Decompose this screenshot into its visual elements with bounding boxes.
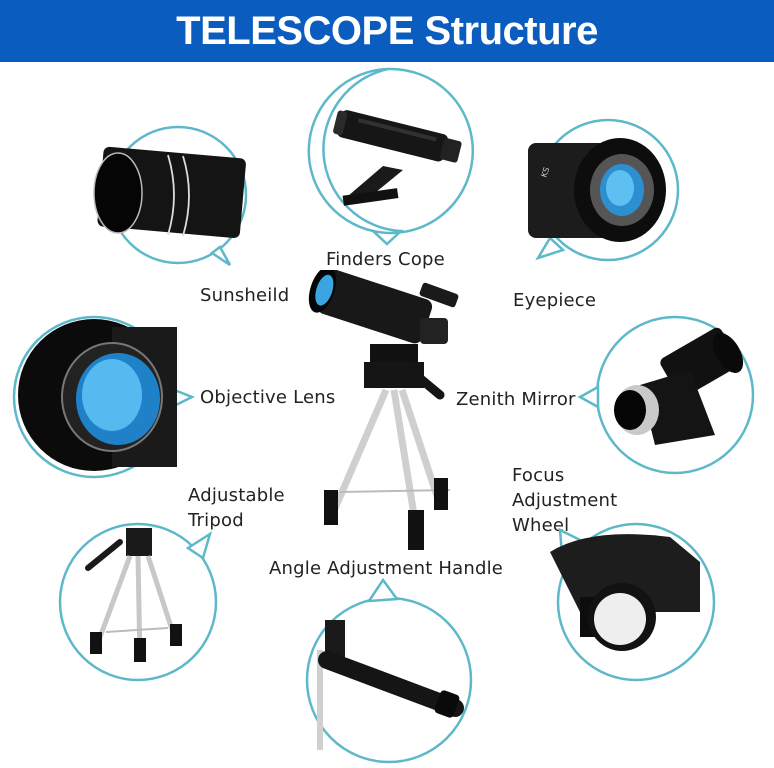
svg-text:KS: KS bbox=[539, 166, 551, 179]
focus-wheel-icon bbox=[550, 522, 716, 682]
eyepiece-callout: KS bbox=[528, 118, 680, 268]
sunshield-icon bbox=[93, 125, 248, 267]
adjustable-tripod-label: Adjustable Tripod bbox=[188, 483, 285, 533]
angle-handle-icon bbox=[305, 577, 473, 764]
sunshield-label: Sunsheild bbox=[200, 285, 290, 306]
finderscope-icon bbox=[307, 67, 474, 246]
focus-wheel-label: Focus Adjustment Wheel bbox=[512, 463, 617, 538]
finderscope-label: Finders Cope bbox=[326, 249, 445, 270]
angle-handle-callout bbox=[305, 577, 473, 765]
sunshield-callout bbox=[93, 125, 248, 270]
eyepiece-icon: KS bbox=[528, 118, 680, 262]
objective-lens-icon bbox=[12, 315, 196, 479]
zenith-mirror-label: Zenith Mirror bbox=[456, 389, 576, 410]
title-banner: TELESCOPE Structure bbox=[0, 0, 774, 62]
telescope-center-image bbox=[300, 266, 470, 560]
eyepiece-label: Eyepiece bbox=[513, 290, 597, 311]
focus-wheel-label-line-2: Adjustment bbox=[512, 490, 618, 511]
adjustable-tripod-label-line-2: Tripod bbox=[188, 510, 244, 531]
objective-lens-label: Objective Lens bbox=[200, 387, 336, 408]
focus-wheel-callout bbox=[550, 522, 718, 682]
objective-lens-callout bbox=[12, 315, 196, 480]
focus-wheel-label-line-3: Wheel bbox=[512, 515, 570, 536]
page-title: TELESCOPE Structure bbox=[176, 8, 598, 53]
focus-wheel-label-line-1: Focus bbox=[512, 465, 565, 486]
tripod-icon bbox=[58, 522, 218, 682]
finderscope-callout bbox=[303, 66, 474, 246]
adjustable-tripod-callout bbox=[58, 520, 218, 682]
telescope-icon bbox=[308, 266, 459, 550]
adjustable-tripod-label-line-1: Adjustable bbox=[188, 485, 285, 506]
angle-handle-label: Angle Adjustment Handle bbox=[269, 558, 504, 579]
zenith-mirror-callout bbox=[577, 315, 760, 475]
zenith-mirror-icon bbox=[577, 315, 755, 475]
